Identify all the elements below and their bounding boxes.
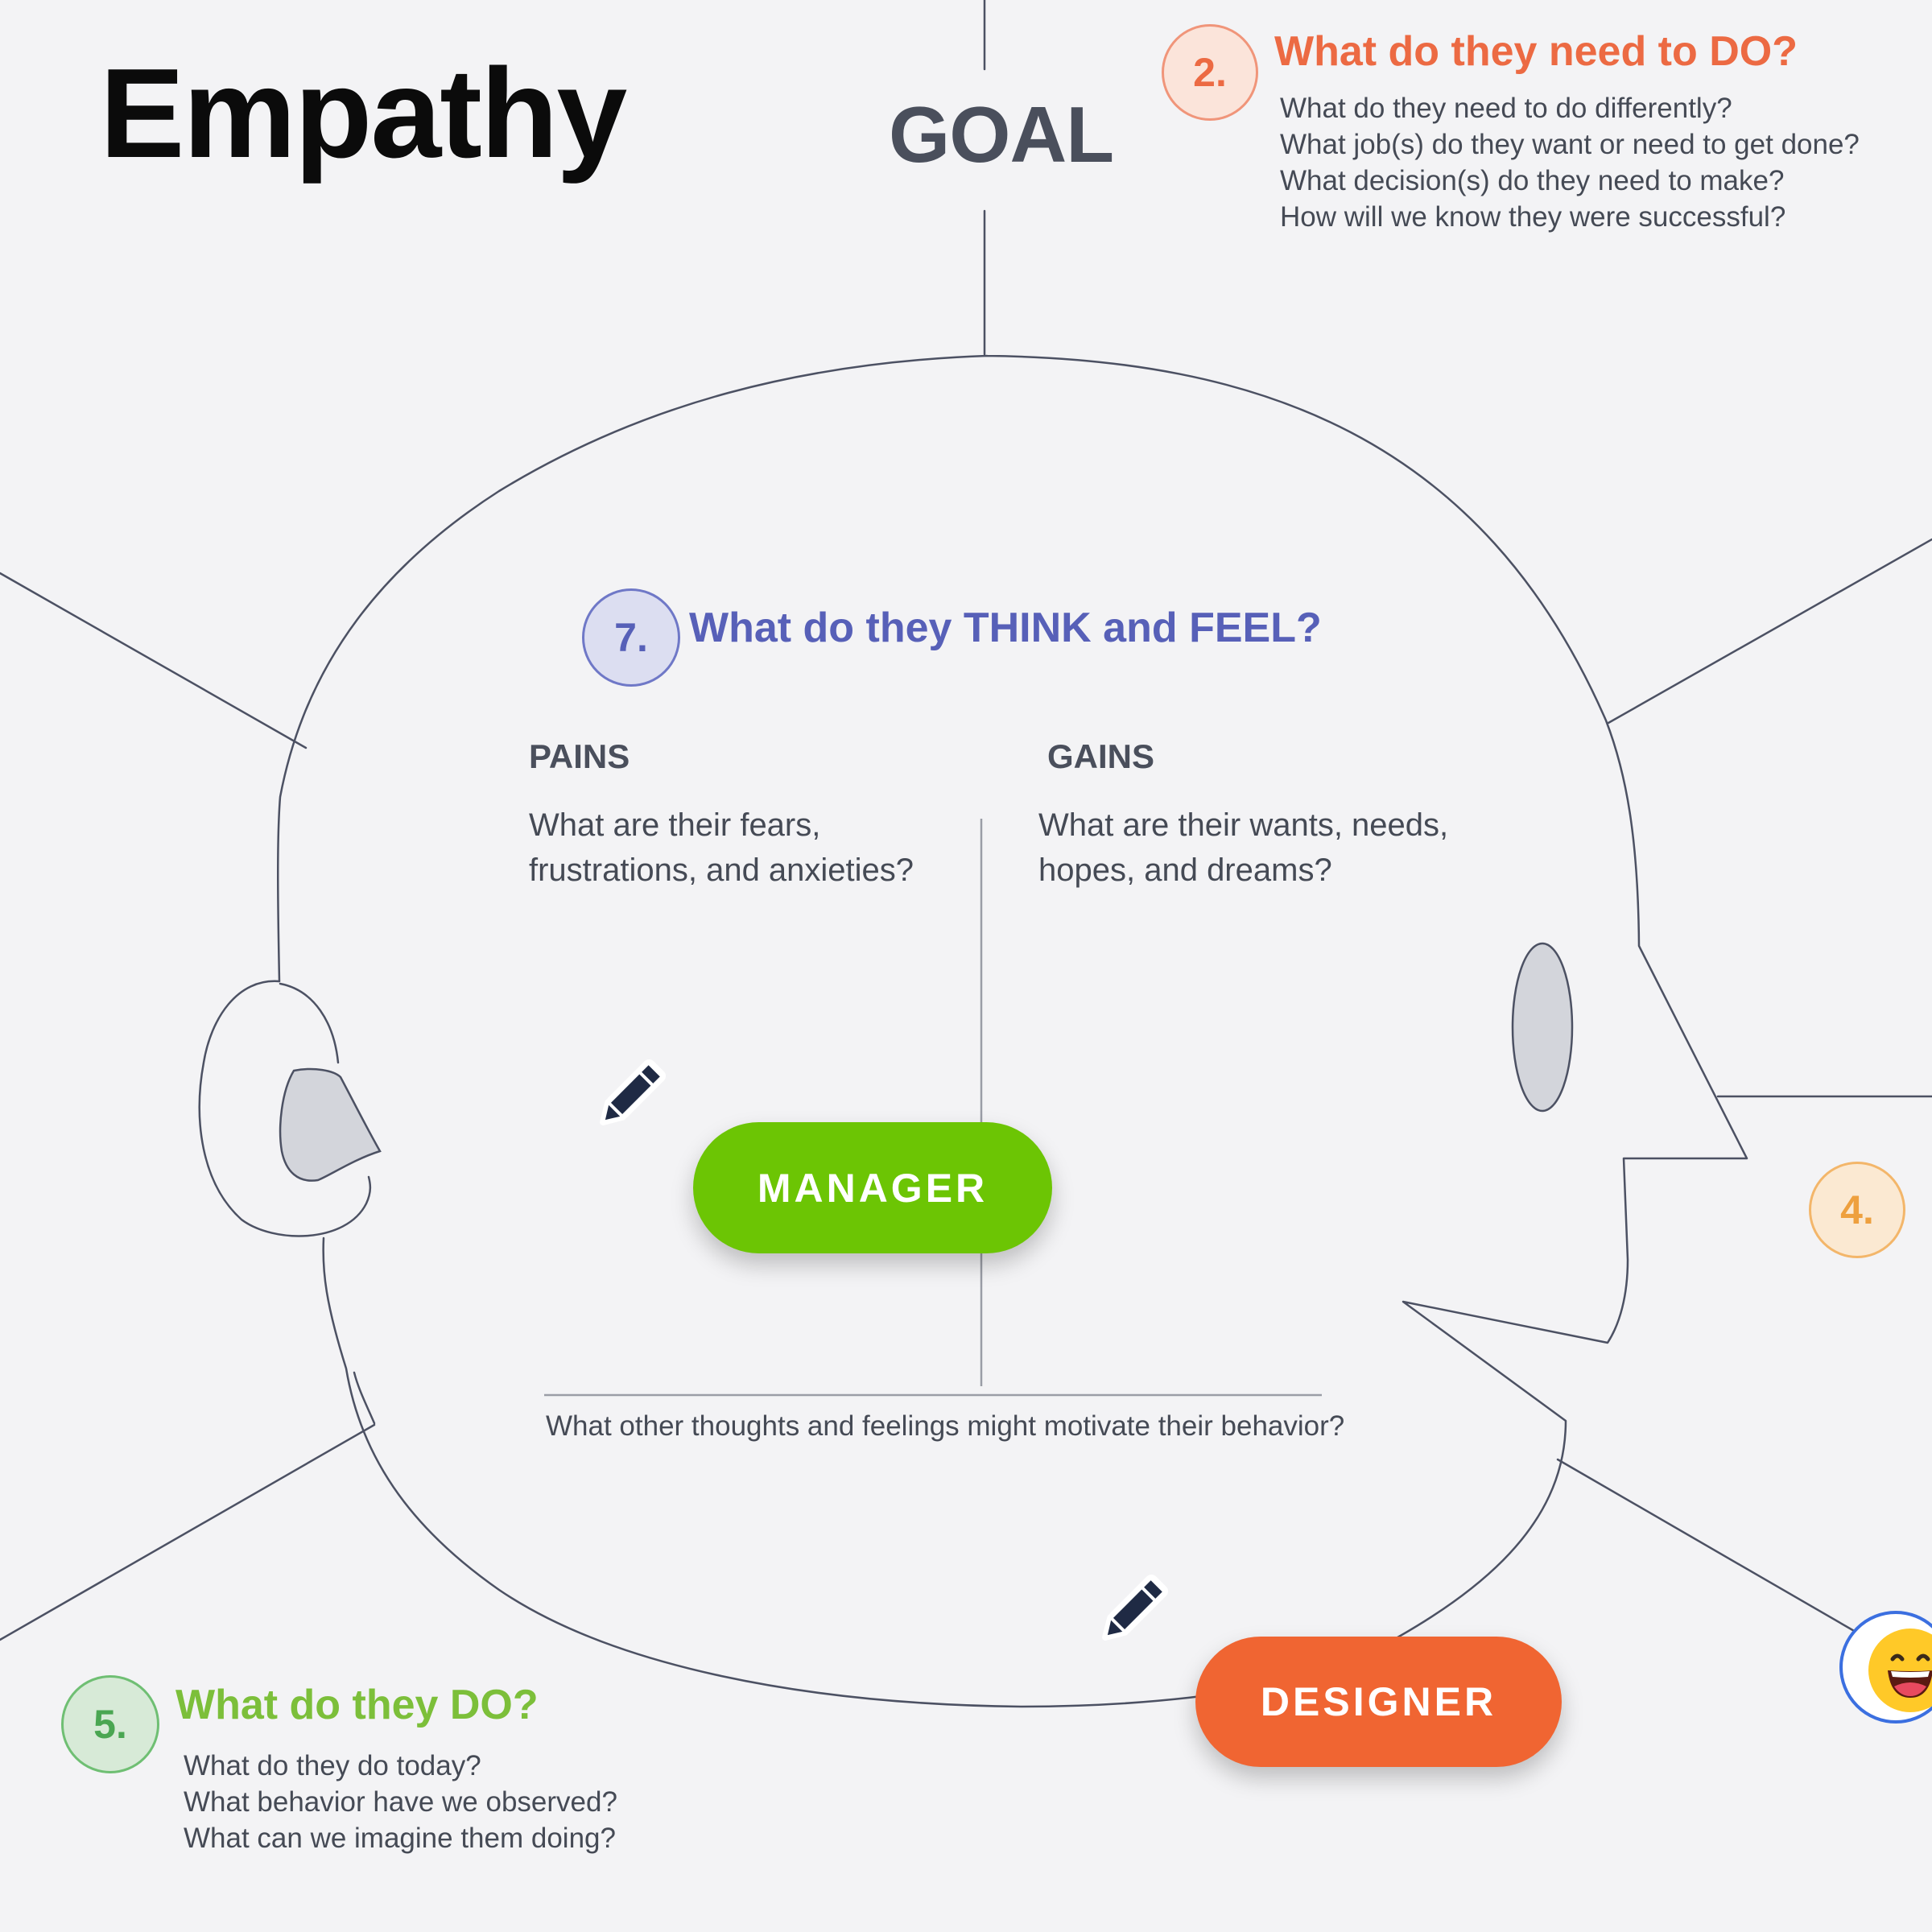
lower-left-divider <box>0 1423 376 1641</box>
ear-inner-edge <box>279 982 340 1064</box>
section-number-badge: 7. <box>582 588 680 687</box>
question-line: How will we know they were successful? <box>1280 201 1786 233</box>
question-line: What job(s) do they want or need to get … <box>1280 129 1860 160</box>
question-line: What do they do today? <box>184 1750 481 1781</box>
lower-right-divider <box>1556 1458 1857 1633</box>
goal-label: GOAL <box>889 90 1114 179</box>
do-today-questions: What do they do today? What behavior hav… <box>184 1748 617 1856</box>
other-thoughts-prompt: What other thoughts and feelings might m… <box>546 1410 1345 1442</box>
gains-label: GAINS <box>1047 737 1155 775</box>
pains-line: What are their fears, <box>529 807 821 843</box>
pencil-icon <box>590 1055 671 1135</box>
section-heading-do-today: What do they DO? <box>175 1682 539 1728</box>
section-heading-think-feel: What do they THINK and FEEL? <box>689 605 1322 651</box>
section-number-badge: 2. <box>1162 24 1258 121</box>
upper-left-divider <box>0 572 308 749</box>
question-line: What do they need to do differently? <box>1280 93 1732 124</box>
section-heading-need-to-do: What do they need to DO? <box>1274 28 1798 75</box>
question-line: What decision(s) do they need to make? <box>1280 165 1785 196</box>
laughing-emoji-icon[interactable] <box>1839 1611 1932 1724</box>
question-line: What can we imagine them doing? <box>184 1823 616 1854</box>
section-number-badge: 4. <box>1809 1162 1905 1258</box>
designer-cursor-label[interactable]: DESIGNER <box>1195 1637 1562 1767</box>
question-line: What behavior have we observed? <box>184 1786 617 1818</box>
ear-inner <box>279 1067 382 1182</box>
manager-cursor-label[interactable]: MANAGER <box>693 1122 1052 1253</box>
gains-description: What are their wants, needs, hopes, and … <box>1038 803 1521 893</box>
upper-right-divider <box>1607 538 1932 724</box>
section-number-badge: 5. <box>61 1675 159 1773</box>
page-title: Empathy <box>100 43 627 184</box>
pains-label: PAINS <box>529 737 630 775</box>
gains-line: What are their wants, needs, <box>1038 807 1449 843</box>
pains-description: What are their fears, frustrations, and … <box>529 803 980 893</box>
gains-line: hopes, and dreams? <box>1038 852 1332 888</box>
eye <box>1511 942 1574 1113</box>
need-to-do-questions: What do they need to do differently? Wha… <box>1280 90 1860 235</box>
ear-outline <box>198 980 372 1237</box>
pencil-icon <box>1092 1570 1173 1650</box>
pains-line: frustrations, and anxieties? <box>529 852 914 888</box>
